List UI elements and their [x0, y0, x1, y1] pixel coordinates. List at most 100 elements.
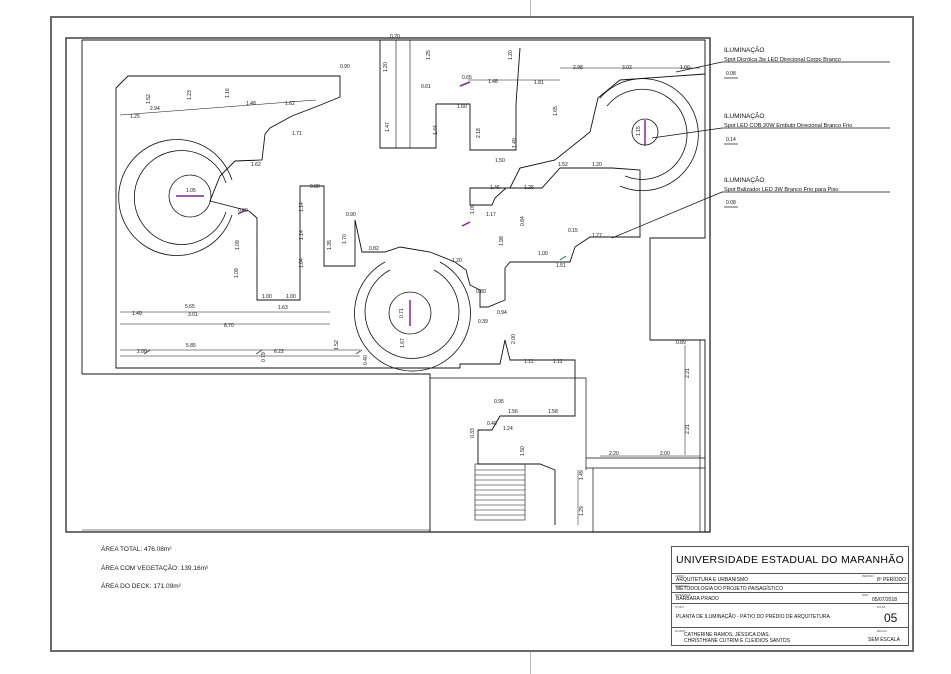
scale-value: SEM ESCALA: [868, 637, 900, 643]
dim-label: 0.80: [476, 289, 486, 295]
right-wall: [650, 339, 701, 532]
dim-label: 1.52: [146, 94, 152, 104]
dim-label: 1.47: [385, 122, 391, 132]
sheet-caption: FOLHA: [877, 606, 886, 609]
period-value: 8º PERÍODO: [877, 577, 907, 583]
dim-label: 5.85: [186, 343, 196, 349]
dim-label: 1.14: [299, 230, 305, 240]
tb-row-discipline: DISCIPLINA METODOLOGIA DO PROJETO PAISAG…: [672, 583, 908, 592]
course-caption: CURSO: [675, 575, 685, 578]
dim-label: 0.15: [568, 228, 578, 234]
dim-label: 3.01: [188, 312, 198, 318]
dim-label: 0.79: [261, 352, 267, 362]
professor-value: BÁRBARA PRADO: [676, 596, 719, 602]
authors-caption: ALUNOS: [675, 630, 686, 633]
area-total: ÁREA TOTAL: 476.08m²: [101, 546, 172, 553]
tb-row-course: CURSO ARQUITETURA E URBANISMO PERÍODO 8º…: [672, 573, 908, 583]
legend-desc-2: Spot LED COB 20W Embutir Direcional Bran…: [724, 123, 852, 129]
inner-wall: [430, 377, 587, 470]
dim-label: 1.00: [286, 294, 296, 300]
dim-label: 0.89: [676, 340, 686, 346]
dim-label: 1.20: [383, 62, 389, 72]
dim-label: 0.39: [478, 319, 488, 325]
right-lower-wall: [586, 457, 705, 532]
dim-label: 1.20: [508, 50, 514, 60]
legend-code-1: 0.08: [726, 71, 736, 77]
dim-label: 2.98: [573, 65, 583, 71]
dim-label: 0.40: [363, 355, 369, 365]
dimension-lines: [119, 67, 700, 525]
outer-wall: [82, 39, 706, 532]
legend-title-2: ILUMINAÇÃO: [724, 111, 764, 120]
dim-label: 1.09: [235, 240, 241, 250]
dim-label: 1.70: [342, 234, 348, 244]
central-block-inner: [395, 40, 411, 148]
legend-code-2: 0.14: [726, 137, 736, 143]
dim-label: 1.49: [512, 138, 518, 148]
sheet-fold-top: [530, 0, 531, 16]
authors-line-1: CATHERINE RAMOS, JÉSSICA DIAS,: [684, 632, 771, 638]
dim-label: 0.84: [520, 216, 526, 226]
professor-caption: PROFESSOR: [675, 594, 691, 597]
dim-label: 1.35: [327, 240, 333, 250]
lamp-symbols: [176, 81, 646, 326]
legend-code-3: 0.08: [726, 200, 736, 206]
authors-line-2: CHRISTHIANE CUTRIM E CLEIDIOS SANTOS: [684, 638, 791, 644]
dim-label: 5.65: [185, 304, 195, 310]
dim-label: 1.16: [225, 88, 231, 98]
dim-label: 1.11: [553, 359, 563, 365]
dim-label: 2.20: [609, 451, 619, 457]
dim-label: 2.18: [476, 128, 482, 138]
dim-label: 1.50: [495, 158, 505, 164]
dim-label: 1.48: [246, 101, 256, 107]
planter-center: [354, 261, 471, 372]
date-caption: DATA: [862, 594, 869, 597]
deck-contour: [115, 73, 706, 525]
university-name: UNIVERSIDADE ESTADUAL DO MARANHÃO: [675, 554, 905, 566]
dim-label: 1.00: [262, 294, 272, 300]
sheet-number: 05: [884, 611, 898, 625]
dim-label: 2.00: [660, 451, 670, 457]
plan-outer-border: [65, 37, 711, 533]
dim-label: 1.17: [486, 212, 496, 218]
dim-label: 1.00: [538, 251, 548, 257]
dim-label: 1.44: [433, 125, 439, 135]
discipline-value: METODOLOGIA DO PROJETO PAISAGÍSTICO: [676, 586, 783, 592]
dim-label: 1.23: [187, 90, 193, 100]
title-caption: TÍTULO: [675, 606, 684, 609]
dim-label: 1.81: [534, 80, 544, 86]
dim-label: 1.48: [488, 79, 498, 85]
dim-label: 1.20: [592, 162, 602, 168]
dim-label: 1.20: [452, 258, 462, 264]
dim-label: 0.65: [462, 75, 472, 81]
dim-label: 0.20: [390, 34, 400, 40]
dim-label: 1.05: [186, 188, 196, 194]
dim-label: 0.40: [487, 421, 497, 427]
stairs: [474, 463, 526, 521]
dim-label: 1.09: [234, 268, 240, 278]
dim-label: 1.67: [400, 338, 406, 348]
central-block: [379, 40, 521, 151]
legend-title-3: ILUMINAÇÃO: [724, 175, 764, 184]
dim-label: 1.46: [490, 185, 500, 191]
dim-label: 1.29: [579, 506, 585, 516]
dim-label: 1.60: [457, 104, 467, 110]
dim-label: 1.25: [426, 50, 432, 60]
dim-label: 1.27: [592, 233, 602, 239]
floor-lamps: [143, 255, 567, 355]
dim-label: 1.09: [470, 204, 476, 214]
dim-label: 0.71: [399, 308, 405, 318]
legend-desc-1: Spot Dicróica 3w LED Direcional Corpo Br…: [724, 57, 841, 63]
dim-label: 0.82: [369, 246, 379, 252]
date-value: 05/07/2018: [872, 597, 898, 603]
dimension-labels: 0.20 1.20 1.25 1.20 0.90 0.65 1.48 2.98 …: [130, 34, 691, 516]
tb-row-title: TÍTULO PLANTA DE ILUMINAÇÃO - PÁTIO DO P…: [672, 603, 908, 627]
sheet-fold-bottom: [530, 652, 531, 674]
planter-right: [599, 78, 699, 192]
dim-label: 1.58: [548, 409, 558, 415]
scale-caption: ESCALA: [877, 630, 887, 633]
discipline-caption: DISCIPLINA: [675, 585, 689, 588]
dim-label: 8.70: [224, 323, 234, 329]
dim-label: 6.22: [274, 349, 284, 355]
